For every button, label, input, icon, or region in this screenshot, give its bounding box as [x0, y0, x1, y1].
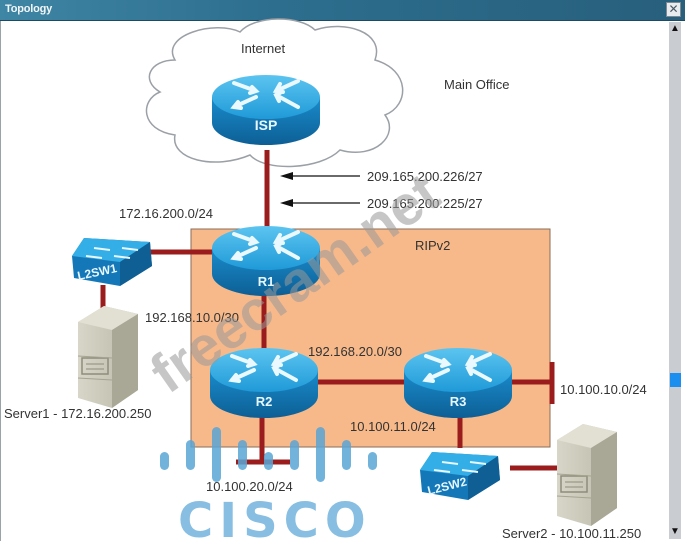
network-label-10-100-10: 10.100.10.0/24: [560, 382, 647, 397]
internet-label: Internet: [241, 41, 285, 56]
server2[interactable]: [556, 423, 618, 527]
close-x-icon: ✕: [668, 2, 679, 16]
router-isp-label: ISP: [255, 117, 278, 133]
close-button[interactable]: ✕: [666, 2, 681, 17]
topology-frame: [0, 21, 685, 541]
address-arrows: [280, 172, 360, 207]
scroll-up-button[interactable]: ▲: [669, 22, 681, 36]
scrollbar-thumb[interactable]: [670, 373, 681, 388]
network-label-10-100-20: 10.100.20.0/24: [206, 479, 293, 494]
server1-label: Server1 - 172.16.200.250: [4, 406, 151, 421]
network-label-10-100-11: 10.100.11.0/24: [350, 419, 436, 434]
cisco-logo-watermark: CISCO: [160, 427, 377, 541]
network-label-192-168-10: 192.168.10.0/30: [145, 310, 239, 325]
vertical-scrollbar[interactable]: ▲ ▼: [669, 22, 681, 539]
network-label-209-225: 209.165.200.225/27: [367, 196, 483, 211]
router-r1-label: R1: [258, 274, 275, 289]
main-office-label: Main Office: [444, 77, 510, 92]
cisco-logo-text: CISCO: [178, 493, 372, 541]
router-isp[interactable]: ISP: [212, 75, 320, 145]
network-label-209-226: 209.165.200.226/27: [367, 169, 483, 184]
router-r2-label: R2: [256, 394, 273, 409]
server1[interactable]: [77, 305, 139, 409]
links: [100, 150, 560, 471]
switch-l2sw2[interactable]: L2SW2: [419, 451, 501, 501]
triangle-up-icon: ▲: [670, 23, 680, 34]
router-r1[interactable]: R1: [212, 226, 320, 296]
network-label-172-16-200: 172.16.200.0/24: [119, 206, 213, 221]
window-title: Topology: [5, 3, 53, 15]
server2-label: Server2 - 10.100.11.250: [502, 526, 641, 541]
triangle-down-icon: ▼: [670, 526, 680, 537]
window-titlebar: Topology ✕: [0, 0, 685, 21]
cisco-bridge-icon: [160, 427, 377, 482]
network-label-192-168-20: 192.168.20.0/30: [308, 344, 402, 359]
switch-l2sw1[interactable]: L2SW1: [71, 237, 153, 287]
router-r2[interactable]: R2: [210, 348, 318, 418]
scroll-down-button[interactable]: ▼: [669, 525, 681, 539]
router-r3-label: R3: [450, 394, 467, 409]
router-r3[interactable]: R3: [404, 348, 512, 418]
ripv2-label: RIPv2: [415, 238, 450, 253]
